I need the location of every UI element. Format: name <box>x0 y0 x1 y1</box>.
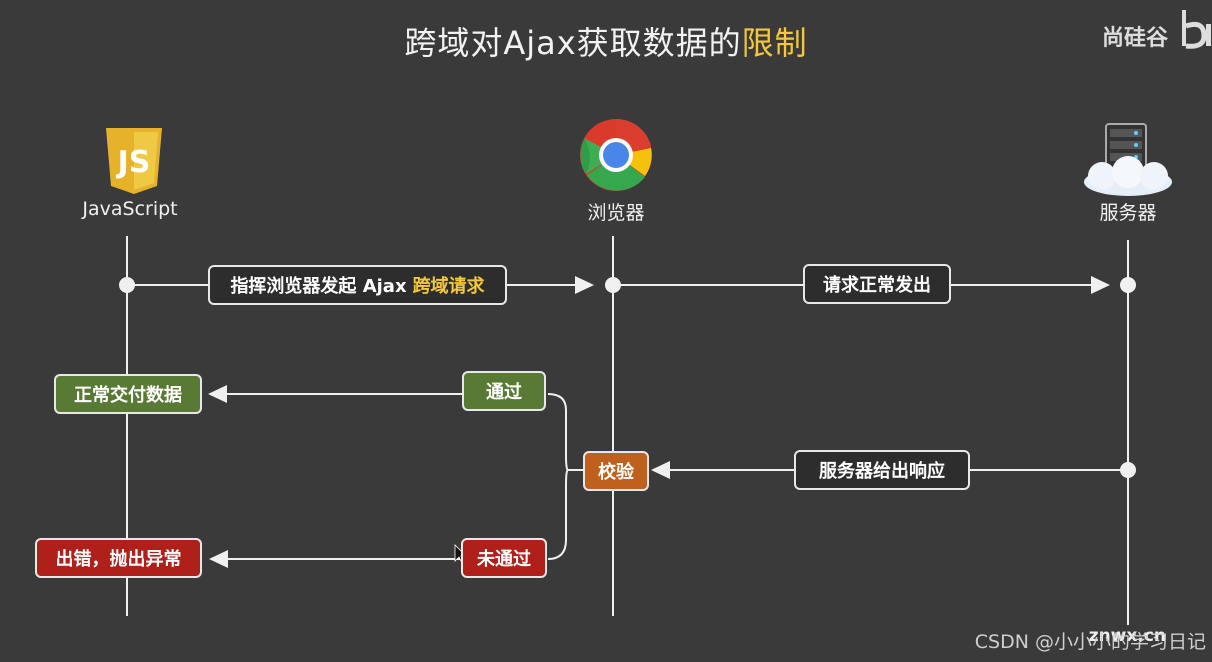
deliver-data-box: 正常交付数据 <box>54 374 202 414</box>
pass-box: 通过 <box>462 371 546 411</box>
dot-browser-receive <box>605 277 621 293</box>
arrowhead-error <box>209 550 228 568</box>
page-title: 跨域对Ajax获取数据的限制 <box>0 18 1212 64</box>
arrowhead-ajax-request <box>575 276 594 294</box>
message-server-response: 服务器给出响应 <box>794 450 970 490</box>
title-highlight: 限制 <box>741 24 808 62</box>
bilibili-logo-icon <box>1182 10 1211 49</box>
arrowhead-deliver <box>208 385 227 403</box>
actor-label-server: 服务器 <box>1099 202 1157 224</box>
connector-pass <box>547 393 584 471</box>
svg-text:JS: JS <box>116 145 151 180</box>
fail-box: 未通过 <box>461 538 547 578</box>
message-ajax-request-text: 指挥浏览器发起 Ajax <box>230 276 407 297</box>
brand-name: 尚硅谷 <box>1101 26 1168 51</box>
check-box: 校验 <box>583 451 649 491</box>
arrowhead-request-sent <box>1091 276 1110 294</box>
message-ajax-request-highlight: 跨域请求 <box>412 276 485 297</box>
dot-server-response <box>1120 462 1136 478</box>
arrowhead-response <box>651 461 670 479</box>
dot-server-receive <box>1120 277 1136 293</box>
title-main: 跨域对Ajax获取数据的 <box>404 24 742 62</box>
watermark-csdn: CSDN @小小小的学习日记 <box>974 631 1206 653</box>
server-cloud-icon <box>1084 123 1172 196</box>
watermark-site: znwx.cn <box>1088 626 1166 646</box>
actor-label-browser: 浏览器 <box>587 202 645 224</box>
javascript-logo-icon: JS <box>106 128 162 194</box>
chrome-icon <box>580 118 652 191</box>
connector-fail <box>547 469 584 560</box>
message-request-sent: 请求正常发出 <box>803 264 951 304</box>
actor-label-javascript: JavaScript <box>82 198 178 220</box>
error-box: 出错，抛出异常 <box>35 538 202 578</box>
dot-javascript-start <box>119 277 135 293</box>
